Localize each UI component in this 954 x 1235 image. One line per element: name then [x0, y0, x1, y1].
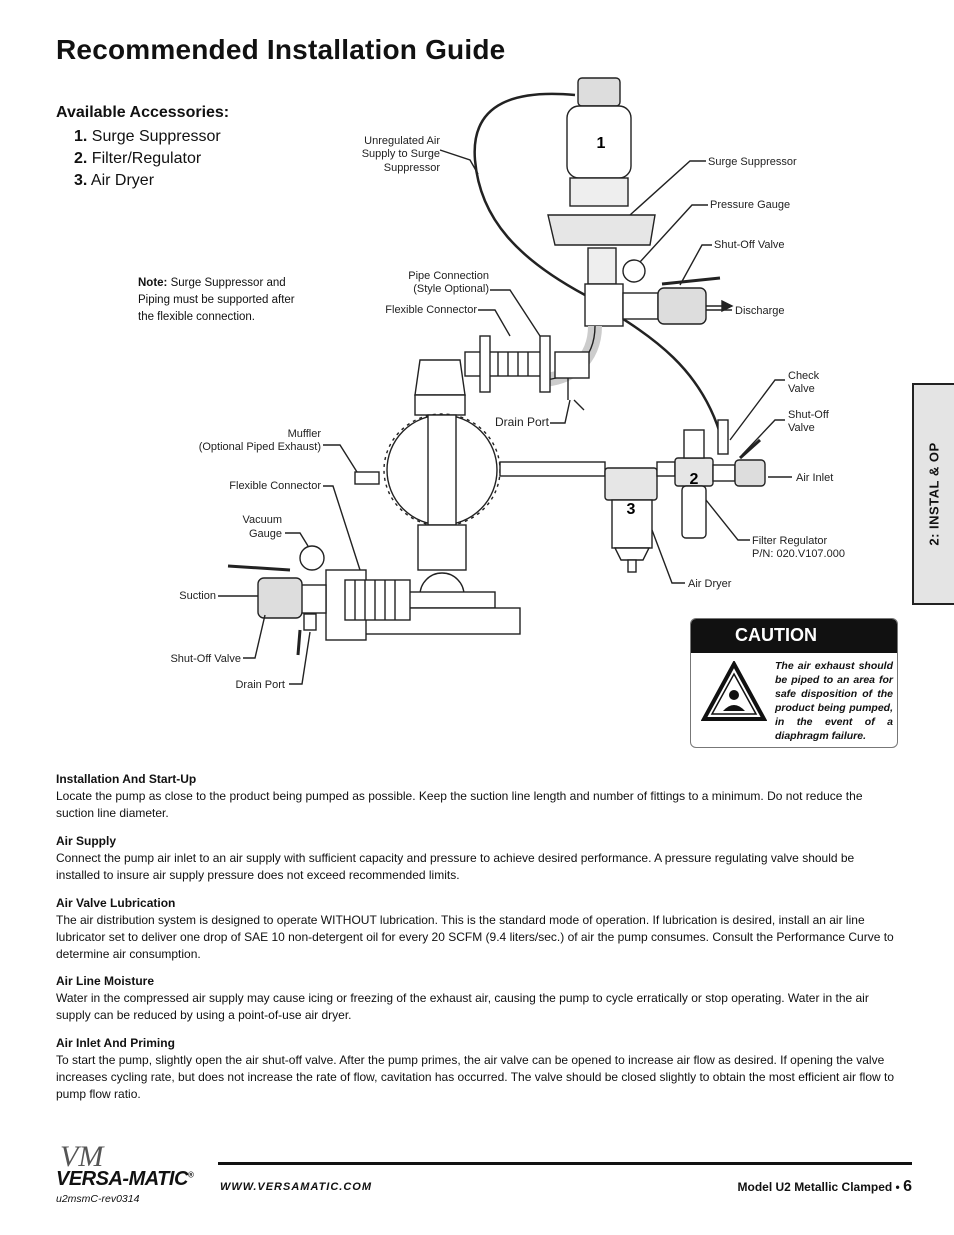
pump-center [427, 414, 457, 526]
label-drain-port-bottom: Drain Port [235, 679, 285, 691]
installation-diagram: 1 2 3 Unregulated Air Supply to Surge Su… [170, 77, 845, 691]
page-title: Recommended Installation Guide [56, 34, 506, 65]
caution-text: The air exhaust should be piped to an ar… [775, 660, 893, 742]
label-air-dryer: Air Dryer [688, 578, 732, 590]
label-flexible-connector-top: Flexible Connector [385, 304, 477, 316]
accessory-item: 1. Surge Suppressor [74, 128, 221, 145]
label-filter-regulator: Filter Regulator [752, 535, 828, 547]
label-muffler: Muffler [288, 428, 322, 440]
logo: VERSA-MATIC® [56, 1168, 194, 1190]
label-unregulated-air: Suppressor [384, 162, 441, 174]
label-shutoff-valve-top: Shut-Off Valve [714, 239, 785, 251]
label-pipe-connection: Pipe Connection [408, 270, 489, 282]
label-drain-port-top: Drain Port [495, 415, 550, 429]
surge-fitting [577, 77, 621, 107]
pressure-gauge-circle [622, 259, 646, 283]
air-hose-top [473, 92, 586, 297]
footer-rule [218, 1162, 912, 1165]
label-air-inlet: Air Inlet [796, 472, 833, 484]
suction-valve [257, 577, 303, 619]
label-check-valve: Valve [788, 383, 815, 395]
label-muffler: (Optional Piped Exhaust) [199, 441, 321, 453]
surge-stem [587, 247, 617, 285]
label-unregulated-air: Unregulated Air [364, 135, 440, 147]
air-dryer-top [604, 467, 658, 501]
surge-base [547, 214, 656, 246]
label-check-valve: Check [788, 370, 820, 382]
label-shutoff-valve-right: Valve [788, 422, 815, 434]
callout-1: 1 [597, 135, 606, 152]
label-vacuum-gauge: Gauge [249, 528, 282, 540]
discharge-pipe [622, 292, 659, 320]
caution-box: CAUTION The air exhaust should be piped … [690, 618, 898, 748]
label-filter-regulator: P/N: 020.V107.000 [752, 548, 845, 560]
section-tab: 2: INSTAL & OP [912, 383, 954, 605]
callout-2: 2 [690, 471, 699, 488]
pump-manifold-bottom [417, 524, 467, 571]
accessory-item: 3. Air Dryer [74, 172, 155, 189]
label-flexible-connector-bottom: Flexible Connector [229, 480, 321, 492]
muffler [354, 471, 380, 485]
logo-monogram: VM [60, 1140, 104, 1173]
surge-collar [569, 177, 629, 207]
label-surge-suppressor: Surge Suppressor [708, 156, 797, 168]
air-inlet-valve [734, 459, 766, 487]
accessory-item: 2. Filter/Regulator [74, 150, 202, 167]
label-shutoff-valve-bottom: Shut-Off Valve [170, 653, 241, 665]
label-discharge: Discharge [735, 305, 785, 317]
top-flex-connector [464, 351, 546, 377]
website-link[interactable]: WWW.VERSAMATIC.COM [220, 1181, 373, 1193]
revision-code: u2msmC-rev0314 [56, 1193, 140, 1205]
accessories-heading: Available Accessories: [56, 104, 230, 121]
label-vacuum-gauge: Vacuum [242, 514, 282, 526]
label-shutoff-valve-right: Shut-Off [788, 409, 830, 421]
bottom-flex-connector [344, 579, 411, 621]
label-suction: Suction [179, 590, 216, 602]
pump-manifold-top [414, 359, 466, 396]
air-line-to-filter [499, 461, 606, 477]
support-note: Note: Surge Suppressor and Piping must b… [138, 277, 295, 323]
tee-fitting [584, 283, 624, 327]
caution-heading: CAUTION [691, 619, 897, 653]
callout-3: 3 [627, 501, 636, 518]
label-unregulated-air: Supply to Surge [362, 148, 440, 160]
label-pipe-connection: (Style Optional) [413, 283, 489, 295]
model-page: Model U2 Metallic Clamped • 6 [737, 1178, 912, 1195]
air-dryer-bowl [611, 499, 653, 549]
label-pressure-gauge: Pressure Gauge [710, 199, 790, 211]
top-valve [657, 287, 707, 325]
check-valve [717, 419, 729, 455]
warning-icon [701, 661, 767, 721]
vacuum-gauge-circle [299, 545, 325, 571]
